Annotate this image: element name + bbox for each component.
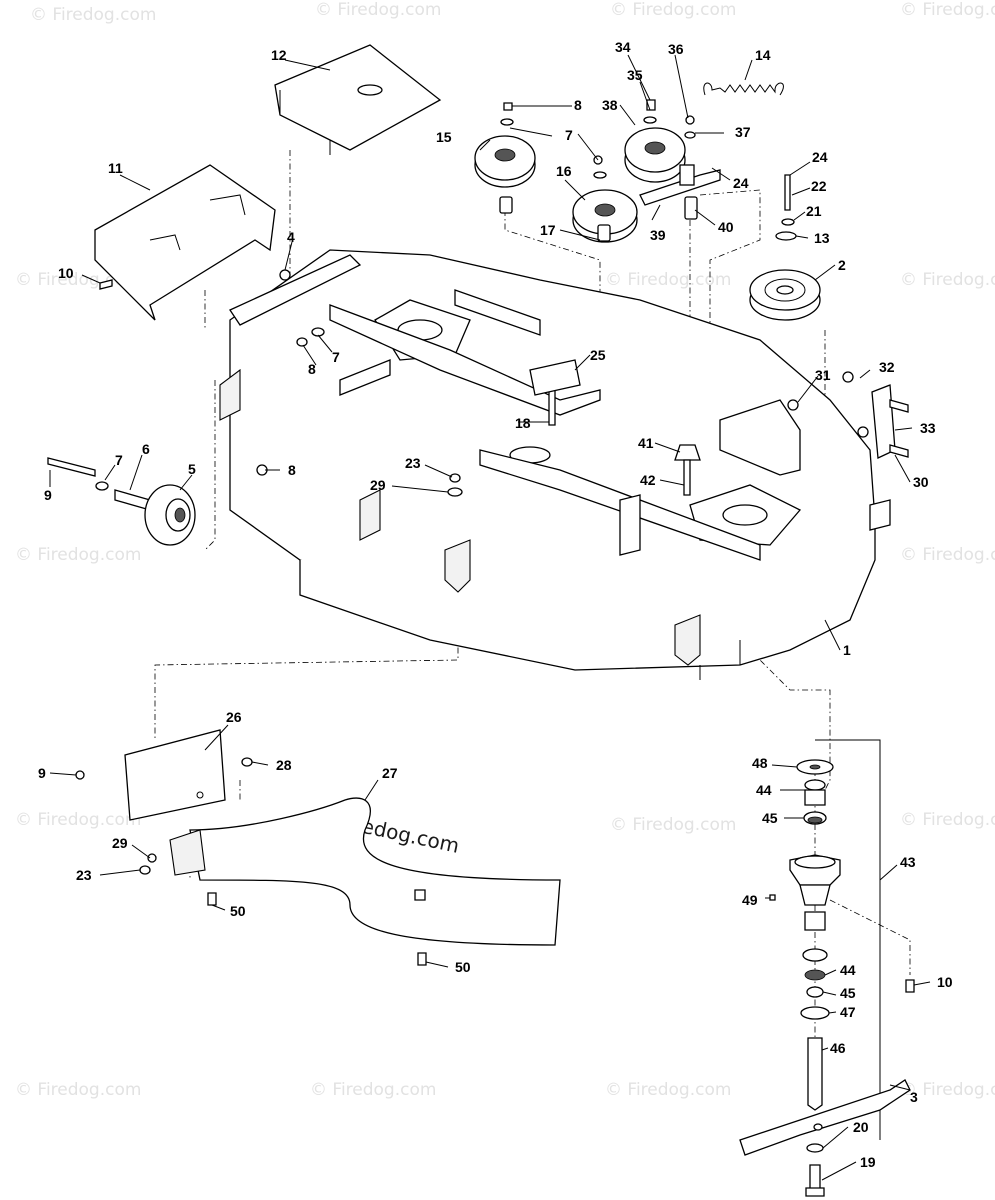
watermark: © Firedog.com bbox=[15, 545, 141, 565]
discharge-shield-11 bbox=[94, 164, 276, 321]
callout-8: 8 bbox=[288, 462, 296, 478]
callout-9: 9 bbox=[38, 765, 46, 781]
gauge-wheel-5 bbox=[144, 484, 196, 546]
callout-10: 10 bbox=[58, 265, 74, 281]
callout-45: 45 bbox=[840, 985, 856, 1001]
spindle-assembly bbox=[769, 759, 915, 1111]
callout-16: 16 bbox=[556, 163, 572, 179]
small-hardware bbox=[47, 99, 909, 511]
callout-7: 7 bbox=[115, 452, 123, 468]
callout-48: 48 bbox=[752, 755, 768, 771]
cutter-blade-3 bbox=[739, 1079, 911, 1197]
callout-44: 44 bbox=[840, 962, 856, 978]
callout-24: 24 bbox=[733, 175, 749, 191]
callout-21: 21 bbox=[806, 203, 822, 219]
callout-39: 39 bbox=[650, 227, 666, 243]
watermark: © Firedog.com bbox=[15, 1080, 141, 1100]
callout-5: 5 bbox=[188, 461, 196, 477]
callout-17: 17 bbox=[540, 222, 556, 238]
watermark: © Firedog.com bbox=[900, 1080, 995, 1100]
callout-22: 22 bbox=[811, 178, 827, 194]
callout-7: 7 bbox=[332, 349, 340, 365]
watermark: © Firedog.com bbox=[610, 0, 736, 20]
callout-29: 29 bbox=[370, 477, 386, 493]
callout-4: 4 bbox=[287, 229, 295, 245]
callout-6: 6 bbox=[142, 441, 150, 457]
watermark: © Firedog.com bbox=[605, 270, 731, 290]
callout-29: 29 bbox=[112, 835, 128, 851]
idler-pulley-15 bbox=[474, 135, 536, 188]
callout-34: 34 bbox=[615, 39, 631, 55]
callout-18: 18 bbox=[515, 415, 531, 431]
watermark: © Firedog.com bbox=[900, 270, 995, 290]
baffle-plate-26 bbox=[75, 729, 253, 821]
watermark: © Firedog.com bbox=[605, 1080, 731, 1100]
callout-8: 8 bbox=[574, 97, 582, 113]
callout-19: 19 bbox=[860, 1154, 876, 1170]
callout-9: 9 bbox=[44, 487, 52, 503]
callout-8: 8 bbox=[308, 361, 316, 377]
belt-cover-12 bbox=[274, 44, 442, 155]
watermark: © Firedog.com bbox=[900, 0, 995, 20]
callout-15: 15 bbox=[436, 129, 452, 145]
callout-41: 41 bbox=[638, 435, 654, 451]
watermark: © Firedog.com bbox=[15, 810, 141, 830]
callout-25: 25 bbox=[590, 347, 606, 363]
leader-lines bbox=[49, 54, 931, 1181]
watermark: © Firedog.com bbox=[900, 810, 995, 830]
callout-1: 1 bbox=[843, 642, 851, 658]
callout-13: 13 bbox=[814, 230, 830, 246]
callout-49: 49 bbox=[742, 892, 758, 908]
callout-23: 23 bbox=[405, 455, 421, 471]
callout-20: 20 bbox=[853, 1119, 869, 1135]
callout-50: 50 bbox=[455, 959, 471, 975]
callout-10: 10 bbox=[937, 974, 953, 990]
callout-28: 28 bbox=[276, 757, 292, 773]
watermark: © Firedog.com bbox=[310, 1080, 436, 1100]
callout-labels: 12 11 10 4 7 8 9 7 6 5 8 34 36 14 35 8 3… bbox=[38, 39, 953, 1170]
spindle-pulley-2 bbox=[749, 269, 821, 321]
callout-27: 27 bbox=[382, 765, 398, 781]
callout-12: 12 bbox=[271, 47, 287, 63]
callout-33: 33 bbox=[920, 420, 936, 436]
callout-45: 45 bbox=[762, 810, 778, 826]
callout-32: 32 bbox=[879, 359, 895, 375]
callout-11: 11 bbox=[108, 160, 123, 176]
callout-14: 14 bbox=[755, 47, 771, 63]
callout-38: 38 bbox=[602, 97, 618, 113]
callout-36: 36 bbox=[668, 41, 684, 57]
callout-43: 43 bbox=[900, 854, 916, 870]
watermark: © Firedog.com bbox=[315, 0, 441, 20]
callout-24: 24 bbox=[812, 149, 828, 165]
callout-44: 44 bbox=[756, 782, 772, 798]
callout-30: 30 bbox=[913, 474, 929, 490]
idler-pulley-38 bbox=[624, 127, 686, 183]
callout-3: 3 bbox=[910, 1089, 918, 1105]
callout-37: 37 bbox=[735, 124, 751, 140]
callout-2: 2 bbox=[838, 257, 846, 273]
extension-spring-14 bbox=[703, 82, 784, 96]
callout-26: 26 bbox=[226, 709, 242, 725]
callout-40: 40 bbox=[718, 219, 734, 235]
callout-42: 42 bbox=[640, 472, 656, 488]
callout-31: 31 bbox=[815, 367, 831, 383]
watermark: © Firedog.com bbox=[900, 545, 995, 565]
mulching-baffle-27 bbox=[139, 797, 561, 966]
mower-deck-housing bbox=[219, 249, 891, 680]
callout-46: 46 bbox=[830, 1040, 846, 1056]
watermark: © Firedog.com bbox=[30, 5, 156, 25]
callout-50: 50 bbox=[230, 903, 246, 919]
idler-arm-39 bbox=[639, 164, 721, 206]
callout-35: 35 bbox=[627, 67, 643, 83]
callout-47: 47 bbox=[840, 1004, 856, 1020]
callout-23: 23 bbox=[76, 867, 92, 883]
callout-7: 7 bbox=[565, 127, 573, 143]
watermark: © Firedog.com bbox=[610, 815, 736, 835]
